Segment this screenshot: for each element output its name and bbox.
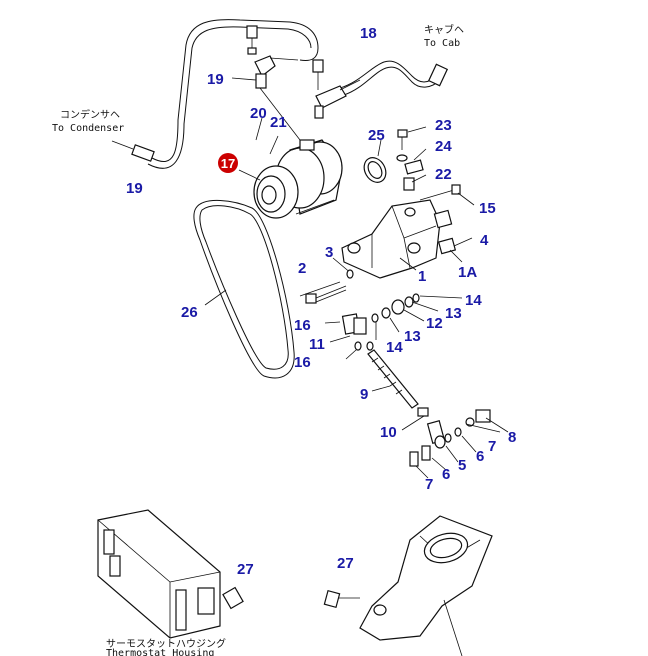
- callout-14-upper: 14: [465, 292, 482, 309]
- condenser-caption-jp: コンデンサヘ: [60, 108, 120, 121]
- callout-15: 15: [479, 200, 496, 217]
- callout-27-right: 27: [337, 555, 354, 572]
- callout-23: 23: [435, 117, 452, 134]
- drive-belt: [193, 199, 295, 379]
- highlight-17-label: 17: [221, 156, 235, 171]
- leader-lines: [204, 77, 475, 306]
- callout-19-left: 19: [126, 180, 143, 197]
- upper-fittings: [246, 25, 347, 141]
- callout-16-upper: 16: [294, 317, 311, 334]
- callout-8: 8: [508, 429, 516, 446]
- condenser-hose-fitting: [111, 140, 155, 162]
- lower-leaders: [324, 295, 509, 479]
- hose-to-cab: [339, 60, 437, 89]
- callout-13-lower: 13: [404, 328, 421, 345]
- callout-9: 9: [360, 386, 368, 403]
- callout-4: 4: [480, 232, 489, 249]
- callout-24: 24: [435, 138, 452, 155]
- cab-caption-jp: キャブヘ: [424, 23, 464, 36]
- hose-to-condenser: [151, 19, 319, 162]
- bracket-hardware: [363, 129, 461, 255]
- callout-27-left: 27: [237, 561, 254, 578]
- callout-6-left: 6: [442, 466, 450, 483]
- cab-hose-fitting: [427, 63, 449, 87]
- mounting-bracket: [341, 199, 441, 279]
- callout-13-upper: 13: [445, 305, 462, 322]
- callout-12: 12: [426, 315, 443, 332]
- thermostat-caption-en: Thermostat Housing: [106, 648, 214, 656]
- mid-hardware: [305, 269, 420, 351]
- callout-5: 5: [458, 457, 466, 474]
- thermostat-housing: [97, 509, 244, 639]
- callout-14-lower: 14: [386, 339, 403, 356]
- lower-hardware: [409, 409, 501, 467]
- callout-16-lower: 16: [294, 354, 311, 371]
- thermostat-elbow: [323, 515, 493, 656]
- thermostat-caption-jp: サーモスタットハウジング: [106, 637, 226, 650]
- compressor: [253, 139, 343, 219]
- callout-21: 21: [270, 114, 287, 131]
- highlight-17-badge: 17: [218, 153, 238, 173]
- callout-11: 11: [309, 336, 325, 353]
- callout-1: 1: [418, 268, 426, 285]
- callout-22: 22: [435, 166, 452, 183]
- callout-7-right: 7: [488, 438, 496, 455]
- callout-6-right: 6: [476, 448, 484, 465]
- callout-7-left: 7: [425, 476, 433, 493]
- cab-caption-en: To Cab: [424, 38, 460, 49]
- callout-26: 26: [181, 304, 198, 321]
- callout-25: 25: [368, 127, 385, 144]
- callout-10: 10: [380, 424, 397, 441]
- condenser-caption-en: To Condenser: [52, 123, 124, 134]
- callout-2: 2: [298, 260, 306, 277]
- callout-3: 3: [325, 244, 333, 261]
- callout-18: 18: [360, 25, 377, 42]
- adjusting-rod: [366, 341, 429, 417]
- callout-20: 20: [250, 105, 267, 122]
- callout-1a: 1A: [458, 264, 477, 281]
- callout-19-top: 19: [207, 71, 224, 88]
